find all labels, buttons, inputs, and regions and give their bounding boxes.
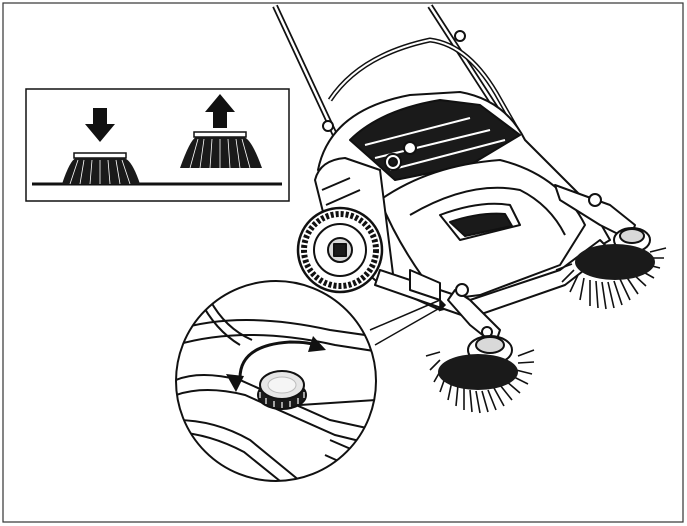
side-brush-arm-left (447, 283, 513, 365)
rear-wheel (296, 206, 384, 294)
lowered-brush (62, 152, 140, 185)
side-brush-right (555, 244, 667, 310)
adjustment-knob (257, 370, 307, 410)
arrow-down-icon (85, 108, 115, 142)
raised-brush (180, 131, 262, 169)
side-brush-left (425, 349, 535, 414)
rotate-arrow-icon (226, 336, 326, 392)
callout-wedge (369, 298, 447, 346)
sweeper-machine (272, 4, 651, 319)
handle-bolt (454, 30, 466, 42)
brush-height-inset (25, 88, 290, 202)
arrow-up-icon (205, 94, 235, 128)
